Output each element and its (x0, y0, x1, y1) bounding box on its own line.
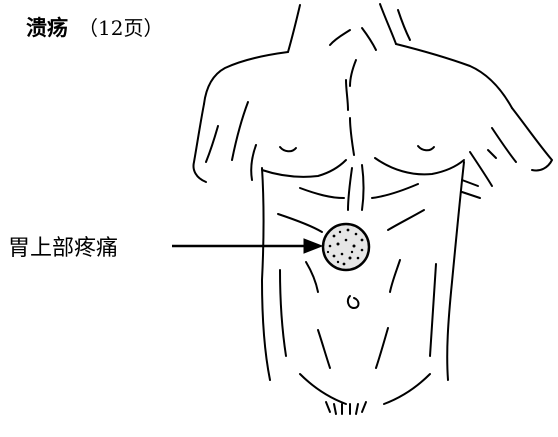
left-pec-line (262, 160, 346, 177)
navel (348, 296, 359, 308)
left-nipple (280, 147, 296, 151)
neck-left-line (288, 5, 300, 52)
neck-right-line (380, 4, 396, 44)
right-flank (447, 162, 464, 380)
left-arm-line (194, 104, 207, 182)
right-pec-line (375, 158, 464, 174)
right-arm-line (512, 108, 552, 171)
left-flank (262, 168, 270, 380)
right-nipple (418, 146, 434, 150)
callout-arrow (172, 239, 322, 253)
right-shoulder-line (396, 44, 512, 108)
left-shoulder-line (204, 52, 288, 104)
